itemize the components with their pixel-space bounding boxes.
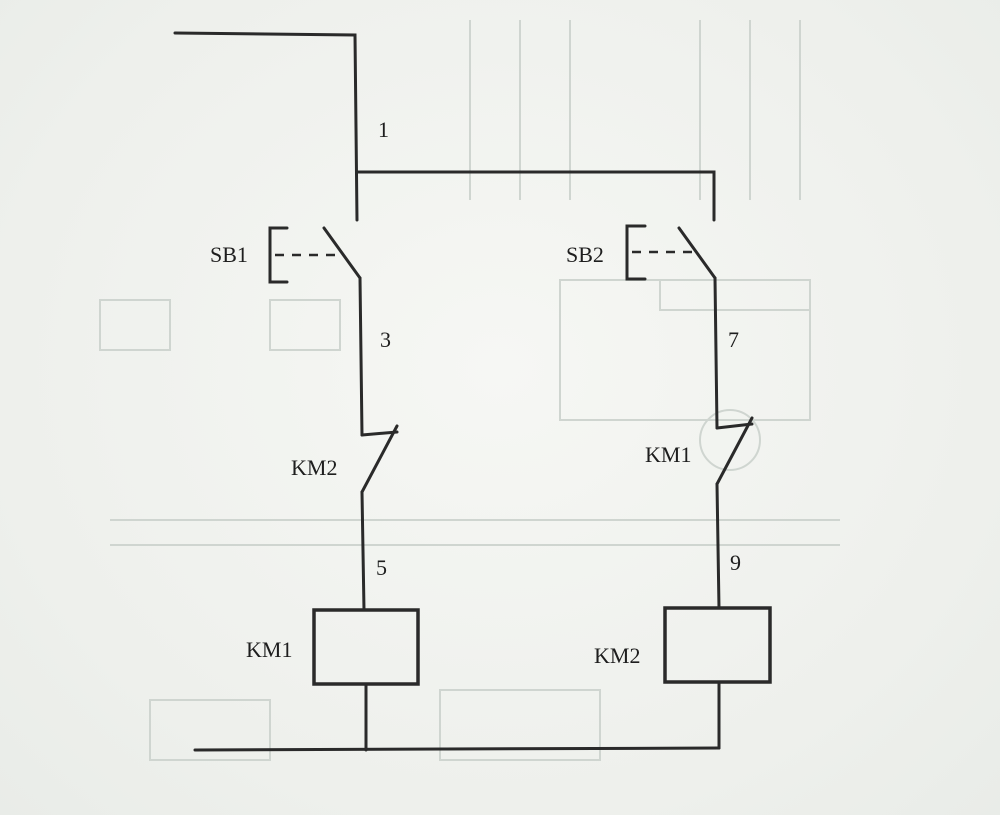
wire-label-5: 5 xyxy=(376,555,387,580)
km1-interlock-contact xyxy=(715,416,754,486)
km2-contact-label: KM2 xyxy=(291,455,337,480)
wire-label-9: 9 xyxy=(730,550,741,575)
wire-label-3: 3 xyxy=(380,327,391,352)
km1-coil xyxy=(312,608,420,686)
wire-label-7: 7 xyxy=(728,327,739,352)
km1-contact-label: KM1 xyxy=(645,442,691,467)
sb1-label: SB1 xyxy=(210,242,248,267)
wire-9 xyxy=(715,482,721,610)
sb2-label: SB2 xyxy=(566,242,604,267)
sb1-pushbutton xyxy=(268,226,362,284)
bleed-through-background xyxy=(99,20,840,761)
km1-coil-label: KM1 xyxy=(246,637,292,662)
wire-label-1: 1 xyxy=(378,117,389,142)
wire-5 xyxy=(360,490,366,612)
top-supply-wire xyxy=(173,31,359,222)
bottom-return-wire xyxy=(193,746,721,752)
sb2-pushbutton xyxy=(625,224,717,281)
km2-interlock-contact xyxy=(360,424,399,494)
wire-3 xyxy=(358,276,364,437)
wire-7 xyxy=(713,276,719,430)
km2-coil-label: KM2 xyxy=(594,643,640,668)
branch-crossover-wire xyxy=(356,170,716,222)
km2-coil xyxy=(663,606,772,684)
